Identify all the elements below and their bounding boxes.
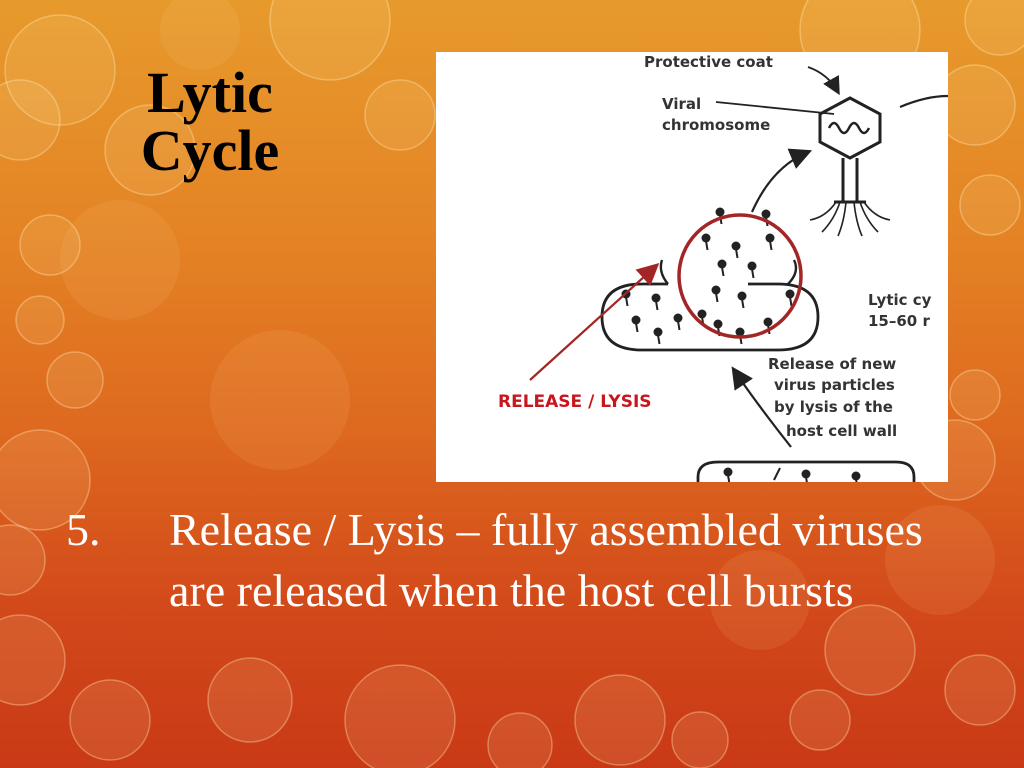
- diagram-drawing: [529, 66, 948, 482]
- label-lytic-cycle: Lytic cy: [868, 291, 932, 309]
- label-viral: Viral: [662, 95, 702, 113]
- title-line-1: Lytic: [147, 60, 273, 125]
- label-release-4: host cell wall: [786, 422, 898, 440]
- label-release-1: Release of new: [768, 355, 897, 373]
- phage-icon: [809, 96, 891, 237]
- slide-title: Lytic Cycle: [110, 64, 310, 180]
- label-release-3: by lysis of the: [774, 398, 893, 416]
- label-chromosome: chromosome: [662, 116, 771, 134]
- bullet-number: 5.: [66, 504, 101, 555]
- highlight-circle: [677, 213, 803, 339]
- lytic-cycle-diagram: Protective coat Viral chromosome Lytic c…: [436, 52, 948, 482]
- label-release-2: virus particles: [774, 376, 895, 394]
- release-lysis-callout: RELEASE / LYSIS: [498, 392, 652, 412]
- virus-particles: [620, 206, 796, 345]
- title-line-2: Cycle: [140, 118, 280, 183]
- label-lytic-time: 15–60 r: [868, 312, 930, 330]
- bullet-text: Release / Lysis – fully assembled viruse…: [169, 504, 923, 616]
- callout-arrow: [529, 263, 660, 381]
- label-protective-coat: Protective coat: [644, 53, 773, 71]
